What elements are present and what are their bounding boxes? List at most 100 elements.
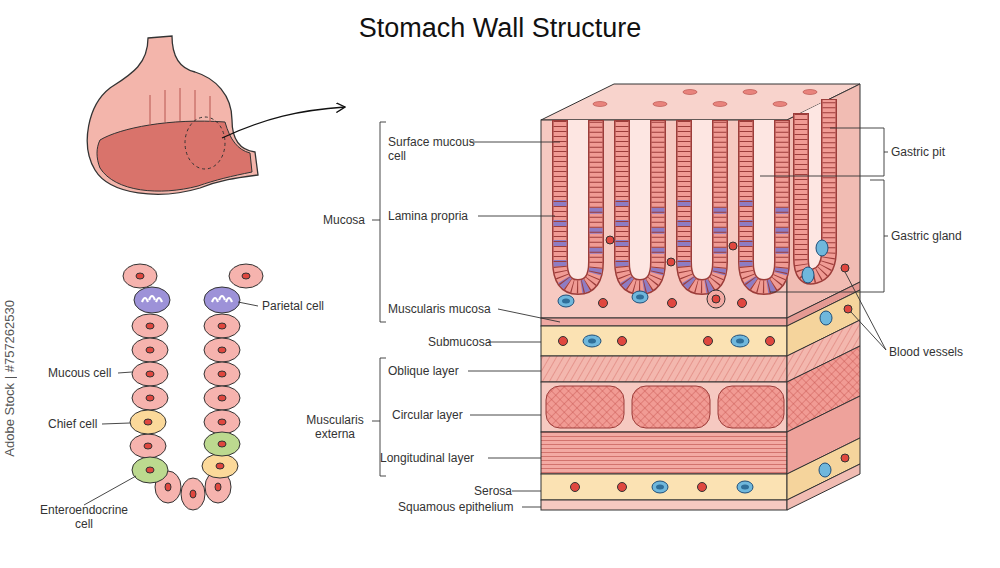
part-label: Squamous epithelium <box>398 500 513 514</box>
red-vessel <box>729 242 737 250</box>
red-vessel <box>841 454 849 462</box>
gastric-pit-bracket <box>760 128 888 176</box>
blue-vessel <box>816 240 828 256</box>
circular-bundle <box>632 386 710 428</box>
mucous-cell <box>204 338 240 362</box>
muscularis-mucosa-layer <box>541 318 787 326</box>
part-label: Longitudinal layer <box>380 451 474 465</box>
mucous-cell <box>204 314 240 338</box>
nucleus <box>190 490 196 498</box>
mucous-cell <box>204 386 240 410</box>
squamous-side <box>787 464 860 510</box>
ringed-vessel-core <box>712 295 720 303</box>
red-vessel <box>618 483 627 492</box>
pit-outline <box>622 120 658 287</box>
parietal-segment <box>560 200 596 287</box>
surface-dot <box>803 90 817 95</box>
mucosa-side <box>787 84 860 318</box>
nucleus <box>218 347 226 353</box>
parietal-segment <box>684 200 720 287</box>
nucleus <box>242 273 250 279</box>
mucous-cell <box>123 264 157 288</box>
pit-outline <box>684 120 720 287</box>
stomach-muscle-lines <box>150 88 210 125</box>
leader-line <box>468 371 541 372</box>
red-vessel <box>698 483 707 492</box>
blue-vessel-core <box>588 339 596 344</box>
stomach-organ <box>87 36 345 194</box>
group-label: Mucosa <box>323 213 365 227</box>
leader-line <box>102 423 130 424</box>
leader-line <box>488 458 541 459</box>
parietal-cell <box>134 287 170 313</box>
leader-line <box>470 142 560 143</box>
blue-vessel <box>632 291 648 303</box>
section-marker <box>185 117 225 169</box>
mucous-cell <box>132 386 168 410</box>
nucleus <box>218 323 226 329</box>
cell-label: Chief cell <box>48 417 97 431</box>
pit-epithelium <box>684 121 720 287</box>
gastric-pits <box>560 99 829 287</box>
part-label: Gastric gland <box>891 229 962 243</box>
leader-lines <box>84 122 888 507</box>
blue-vessel <box>558 295 574 307</box>
gland-cells <box>123 264 263 510</box>
surface-dots <box>593 90 817 107</box>
nucleus <box>218 395 226 401</box>
ringed-vessel <box>707 290 725 308</box>
surface-dot <box>593 102 607 107</box>
nucleus <box>144 443 152 449</box>
mucous-cell <box>132 338 168 362</box>
oblique-layer <box>541 356 787 382</box>
part-label: Serosa <box>474 484 512 498</box>
nucleus <box>215 483 221 491</box>
group-label: Muscularis externa <box>300 413 370 441</box>
blue-vessel-core <box>636 295 644 300</box>
mucous-cell <box>130 434 166 458</box>
nucleus <box>146 371 154 377</box>
red-vessel <box>738 299 747 308</box>
chief-cell <box>202 454 238 478</box>
leader-line <box>118 372 132 373</box>
red-vessel <box>606 236 614 244</box>
leader-line <box>512 491 541 492</box>
longitudinal-layer <box>541 432 787 474</box>
cell-label: Parietal cell <box>262 299 324 313</box>
cell-label: Mucous cell <box>48 366 111 380</box>
leader-line <box>238 302 258 306</box>
red-vessel <box>667 258 675 266</box>
red-vessel <box>766 337 775 346</box>
red-vessel <box>599 299 608 308</box>
red-vessel <box>618 337 627 346</box>
blue-vessel <box>652 481 668 493</box>
stomach-outline <box>87 36 258 194</box>
red-vessel <box>844 305 852 313</box>
nucleus <box>146 467 154 473</box>
zoom-arrow <box>222 107 345 138</box>
pit-outline <box>801 99 829 277</box>
blue-vessel-core <box>741 485 749 490</box>
nucleus <box>165 483 171 491</box>
leader-line <box>478 216 555 217</box>
red-vessel <box>668 299 677 308</box>
mucous-cell <box>229 264 263 288</box>
surface-dot <box>773 102 787 107</box>
nucleus <box>146 395 154 401</box>
submucosa-layer <box>541 326 787 356</box>
gastric-gland-bracket <box>770 180 888 292</box>
part-label: Surface mucous cell <box>388 135 483 163</box>
blue-vessel-core <box>562 299 570 304</box>
nucleus <box>146 323 154 329</box>
blue-vessel <box>819 463 831 477</box>
leader-line <box>470 415 541 416</box>
nucleus <box>144 419 152 425</box>
surface-dot <box>743 90 757 95</box>
part-label: Oblique layer <box>388 364 459 378</box>
mucous-cell <box>181 478 205 510</box>
mucosa-bracket <box>372 122 386 322</box>
pit-outline <box>746 120 782 287</box>
chief-cell <box>130 410 166 434</box>
watermark: Adobe Stock | #757262530 <box>3 300 17 457</box>
